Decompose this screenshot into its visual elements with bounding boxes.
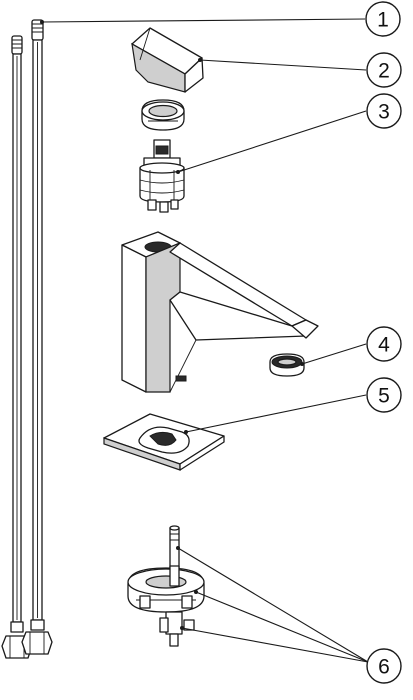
leader-2 [199,59,367,71]
callout-4-label: 4 [378,334,390,357]
callout-6: 6 [366,648,402,684]
callout-1-label: 1 [377,9,389,32]
leader-5 [185,394,367,433]
callout-2: 2 [366,52,402,88]
callout-3-label: 3 [378,101,390,124]
leader-6c [181,627,369,663]
base-plate [103,413,225,471]
leader-6b [195,591,369,663]
callout-5: 5 [366,377,402,413]
faucet-body [121,231,319,393]
callout-1: 1 [365,1,401,37]
retaining-ring [141,99,185,131]
flexible-hose-pair [1,19,53,659]
cartridge [139,139,185,213]
callout-2-label: 2 [378,60,390,83]
callout-4: 4 [366,326,402,362]
leader-3 [177,110,367,173]
hose-right [21,19,53,655]
callout-6-label: 6 [378,656,390,679]
aerator [269,353,305,377]
leader-lines [40,18,369,663]
leader-6a [177,547,369,663]
leader-4 [301,343,367,365]
leader-1 [41,18,366,23]
callout-3: 3 [366,93,402,129]
lever-handle [131,27,204,93]
hose-left [1,35,33,659]
callout-5-label: 5 [378,385,390,408]
mounting-set [127,525,205,647]
